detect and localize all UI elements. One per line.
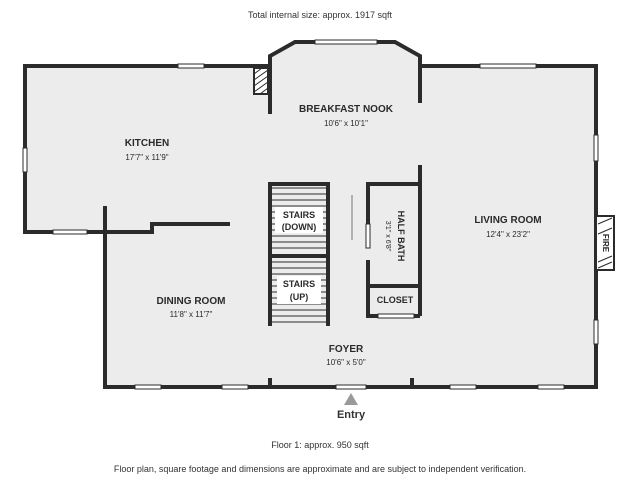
- living-room-name: LIVING ROOM: [474, 215, 541, 226]
- kitchen-dims: 17'7" x 11'9": [125, 153, 168, 162]
- living-room-dims: 12'4" x 23'2": [486, 230, 530, 239]
- foyer-name: FOYER: [329, 344, 364, 355]
- stairs-down-line2: (DOWN): [282, 222, 317, 232]
- windows: [22, 39, 599, 390]
- closet-name: CLOSET: [377, 295, 414, 305]
- half-bath-dims: 3'1" x 6'8": [384, 221, 391, 252]
- breakfast-nook-dims: 10'6" x 10'1": [324, 119, 368, 128]
- stairs-down-label-bg: [275, 207, 323, 233]
- kitchen-name: KITCHEN: [125, 138, 169, 149]
- half-bath-name: HALF BATH: [396, 211, 406, 262]
- dining-room-dims: 11'8" x 11'7": [170, 310, 213, 319]
- chimney: [253, 67, 269, 95]
- fireplace-label: FIRE: [601, 234, 610, 253]
- stairs-up-line2: (UP): [290, 292, 309, 302]
- total-size-caption: Total internal size: approx. 1917 sqft: [247, 10, 393, 20]
- fireplace: FIRE: [595, 215, 615, 271]
- breakfast-nook-name: BREAKFAST NOOK: [299, 104, 394, 115]
- stairs-up-line1: STAIRS: [283, 279, 315, 289]
- foyer-dims: 10'6" x 5'0": [326, 358, 366, 367]
- stairs-up-label-bg: [277, 276, 321, 304]
- floor-size-caption: Floor 1: approx. 950 sqft: [271, 440, 369, 450]
- disclaimer-caption: Floor plan, square footage and dimension…: [113, 464, 527, 474]
- entry-arrow-icon: [344, 393, 358, 405]
- entry-label: Entry: [337, 409, 366, 421]
- dining-room-name: DINING ROOM: [157, 296, 226, 307]
- stairs-down-line1: STAIRS: [283, 210, 315, 220]
- entry-door-opening: [335, 384, 367, 390]
